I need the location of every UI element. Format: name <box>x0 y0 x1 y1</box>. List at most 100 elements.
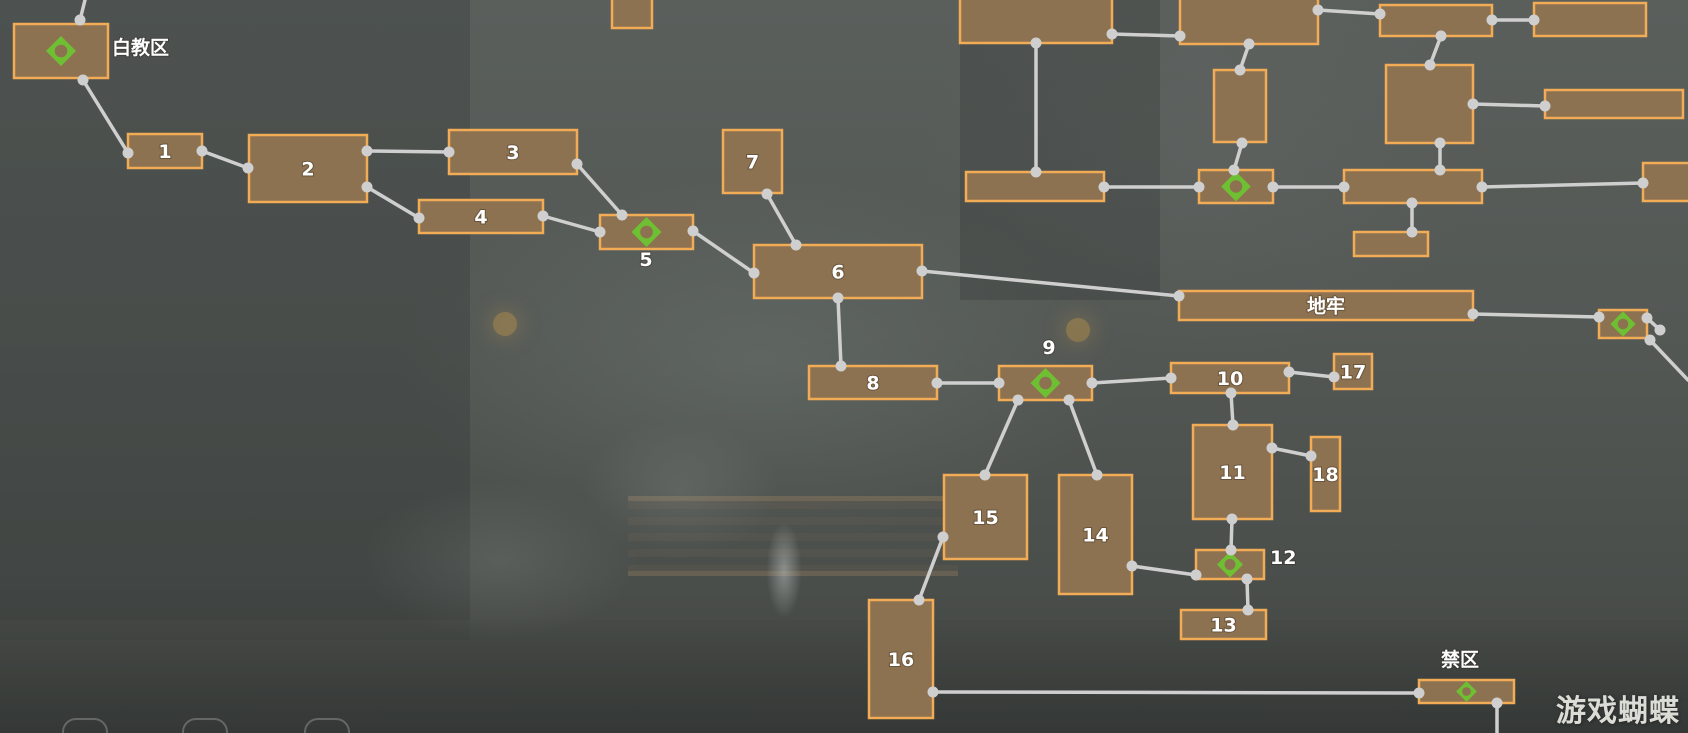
link-joint-dot <box>1030 37 1042 49</box>
room-link <box>365 185 421 220</box>
link-joint-dot <box>1012 394 1024 406</box>
link-joint-dot <box>931 377 943 389</box>
room-label-r3: 3 <box>506 142 519 164</box>
link-joint-dot <box>1637 177 1649 189</box>
link-joint-dot <box>1539 100 1551 112</box>
map-room[interactable] <box>1378 3 1494 38</box>
link-joint-dot <box>937 531 949 543</box>
link-joint-dot <box>913 594 925 606</box>
link-joint-dot <box>1467 308 1479 320</box>
link-joint-dot <box>1106 28 1118 40</box>
link-joint-dot <box>74 14 86 26</box>
link-joint-dot <box>687 225 699 237</box>
link-joint-dot <box>790 239 802 251</box>
room-link <box>81 78 130 155</box>
map-room[interactable] <box>1212 68 1268 144</box>
room-label-r5: 5 <box>639 249 652 271</box>
map-room-r18[interactable] <box>1309 435 1342 513</box>
link-joint-dot <box>1225 544 1237 556</box>
save-point-icon <box>1610 311 1636 337</box>
map-room[interactable] <box>610 0 654 30</box>
room-link <box>691 229 756 275</box>
link-joint-dot <box>1305 450 1317 462</box>
link-joint-dot <box>1424 59 1436 71</box>
map-room[interactable] <box>1384 63 1475 145</box>
link-joint-dot <box>1241 573 1253 585</box>
room-link <box>765 192 798 247</box>
map-room-r13[interactable] <box>1179 608 1268 641</box>
link-joint-dot <box>616 209 628 221</box>
room-link <box>1316 8 1382 16</box>
save-point-icon <box>1221 171 1251 202</box>
room-label-r13: 13 <box>1210 615 1236 637</box>
link-joint-dot <box>1406 226 1418 238</box>
map-room-r8[interactable] <box>807 364 939 401</box>
room-label-r9: 9 <box>1042 337 1055 359</box>
map-room[interactable] <box>1641 161 1688 203</box>
link-joint-dot <box>1328 371 1340 383</box>
link-joint-dot <box>1593 311 1605 323</box>
room-label-forbidden: 禁区 <box>1441 648 1479 671</box>
room-link <box>1110 32 1182 38</box>
map-room[interactable] <box>1352 230 1430 258</box>
link-joint-dot <box>835 360 847 372</box>
link-joint-dot <box>1193 181 1205 193</box>
map-room-r7[interactable] <box>721 128 784 195</box>
link-joint-dot <box>594 226 606 238</box>
room-link <box>836 296 843 368</box>
save-point-icon <box>1456 681 1477 702</box>
key-hint-d <box>304 718 350 733</box>
link-joint-dot <box>1266 442 1278 454</box>
map-room-r11[interactable] <box>1191 423 1274 521</box>
map-room[interactable] <box>1342 168 1484 205</box>
link-joint-dot <box>1242 604 1254 616</box>
map-room-r16[interactable] <box>867 598 935 720</box>
link-joint-dot <box>1227 419 1239 431</box>
map-room[interactable] <box>1532 1 1648 38</box>
link-joints <box>74 4 1666 709</box>
link-joint-dot <box>1174 30 1186 42</box>
room-link <box>1270 446 1313 458</box>
save-point-icon <box>46 36 76 66</box>
link-joint-dot <box>443 146 455 158</box>
map-room-dungeon[interactable] <box>1177 289 1475 322</box>
room-label-r7: 7 <box>746 152 759 174</box>
room-boxes <box>12 0 1688 720</box>
link-joint-dot <box>1165 372 1177 384</box>
map-room[interactable] <box>1543 88 1685 120</box>
link-joint-dot <box>1173 290 1185 302</box>
link-joint-dot <box>1491 697 1503 709</box>
link-joint-dot <box>1283 366 1295 378</box>
save-markers <box>46 36 1636 702</box>
map-room[interactable] <box>958 0 1114 45</box>
link-joint-dot <box>1234 64 1246 76</box>
room-link <box>931 690 1421 695</box>
link-joint-dot <box>1641 312 1653 324</box>
map-room-r2[interactable] <box>247 133 369 204</box>
room-label-r12: 12 <box>1270 547 1296 569</box>
link-joint-dot <box>1030 166 1042 178</box>
map-room[interactable] <box>1178 0 1320 46</box>
link-joint-dot <box>1236 137 1248 149</box>
room-label-r2: 2 <box>301 159 314 181</box>
key-hint-s <box>182 718 228 733</box>
link-joint-dot <box>1374 8 1386 20</box>
room-link <box>1648 338 1688 382</box>
link-joint-dot <box>1063 394 1075 406</box>
link-joint-dot <box>1225 387 1237 399</box>
link-joint-dot <box>1413 687 1425 699</box>
room-link <box>917 535 945 602</box>
map-room-r4[interactable] <box>417 198 545 235</box>
link-joint-dot <box>1467 98 1479 110</box>
map-room-r3[interactable] <box>447 128 579 176</box>
map-room-r6[interactable] <box>752 243 924 300</box>
room-link <box>1090 376 1173 385</box>
link-joint-dot <box>77 74 89 86</box>
link-joint-dot <box>1338 181 1350 193</box>
link-joint-dot <box>1098 181 1110 193</box>
link-joint-dot <box>1644 334 1656 346</box>
room-link <box>1067 398 1099 477</box>
link-joint-dot <box>1312 4 1324 16</box>
